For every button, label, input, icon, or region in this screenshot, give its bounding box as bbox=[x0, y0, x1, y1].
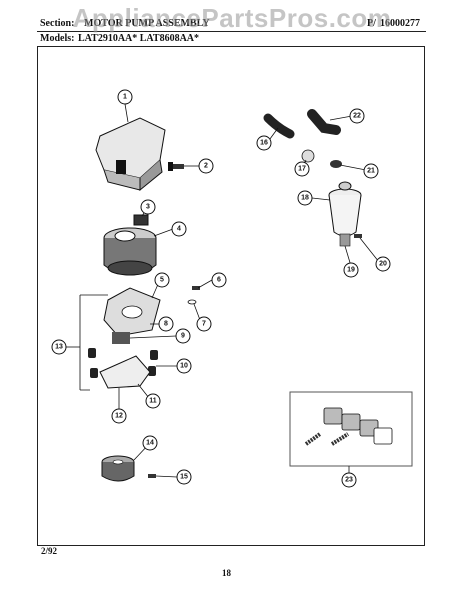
callout-number: 9 bbox=[181, 333, 185, 340]
callout-number: 10 bbox=[180, 363, 188, 370]
callout-3: 3 bbox=[140, 199, 156, 215]
callout-7: 7 bbox=[196, 316, 212, 332]
page-number: 18 bbox=[222, 568, 231, 578]
callout-number: 21 bbox=[367, 168, 375, 175]
callout-number: 18 bbox=[301, 195, 309, 202]
callout-number: 4 bbox=[177, 226, 181, 233]
page-id-label: P/ bbox=[367, 18, 376, 29]
callout-number: 3 bbox=[146, 204, 150, 211]
callout-number: 20 bbox=[379, 261, 387, 268]
callout-20: 20 bbox=[375, 256, 391, 272]
callout-number: 7 bbox=[202, 321, 206, 328]
models-label: Models: bbox=[40, 33, 75, 44]
callout-number: 13 bbox=[55, 344, 63, 351]
callout-2: 2 bbox=[198, 158, 214, 174]
diagram-frame bbox=[37, 46, 425, 546]
callout-number: 11 bbox=[149, 398, 157, 405]
callout-4: 4 bbox=[171, 221, 187, 237]
callout-number: 8 bbox=[164, 321, 168, 328]
kit-box bbox=[289, 391, 413, 467]
callout-11: 11 bbox=[145, 393, 161, 409]
callout-number: 19 bbox=[347, 267, 355, 274]
models-list: LAT2910AA* LAT8608AA* bbox=[78, 33, 200, 44]
callout-5: 5 bbox=[154, 272, 170, 288]
callout-number: 14 bbox=[146, 440, 154, 447]
callout-22: 22 bbox=[349, 108, 365, 124]
spring-part bbox=[112, 332, 130, 344]
callout-number: 6 bbox=[217, 277, 221, 284]
set-screw-part bbox=[148, 474, 156, 478]
callout-10: 10 bbox=[176, 358, 192, 374]
callout-6: 6 bbox=[211, 272, 227, 288]
callout-number: 2 bbox=[204, 163, 208, 170]
callout-17: 17 bbox=[294, 161, 310, 177]
callout-19: 19 bbox=[343, 262, 359, 278]
section-label: Section: bbox=[40, 18, 75, 29]
callout-12: 12 bbox=[111, 408, 127, 424]
motor-cover-part bbox=[95, 117, 166, 192]
callout-number: 1 bbox=[123, 94, 127, 101]
callout-number: 5 bbox=[160, 277, 164, 284]
callout-16: 16 bbox=[256, 135, 272, 151]
callout-15: 15 bbox=[176, 469, 192, 485]
capacitor-part bbox=[133, 214, 149, 226]
callout-number: 22 bbox=[353, 113, 361, 120]
pulley-part bbox=[101, 455, 135, 482]
mounting-bracket-part bbox=[99, 355, 151, 389]
washer-part bbox=[187, 299, 197, 305]
callout-number: 23 bbox=[345, 477, 353, 484]
callout-14: 14 bbox=[142, 435, 158, 451]
pump-part bbox=[328, 181, 362, 247]
pump-screw-part bbox=[354, 234, 362, 238]
callout-number: 17 bbox=[298, 166, 306, 173]
callout-23: 23 bbox=[341, 472, 357, 488]
callout-number: 15 bbox=[180, 474, 188, 481]
page-id: 16000277 bbox=[380, 18, 420, 29]
callout-8: 8 bbox=[158, 316, 174, 332]
callout-13: 13 bbox=[51, 339, 67, 355]
callout-21: 21 bbox=[363, 163, 379, 179]
isolator-kit-part bbox=[304, 407, 393, 446]
callout-number: 16 bbox=[260, 140, 268, 147]
hose-clamp-part bbox=[301, 149, 315, 163]
header-rule bbox=[37, 31, 426, 32]
callout-18: 18 bbox=[297, 190, 313, 206]
section-title: MOTOR PUMP ASSEMBLY bbox=[84, 18, 210, 29]
screw-part bbox=[168, 162, 184, 171]
callout-number: 12 bbox=[115, 413, 123, 420]
motor-part bbox=[103, 227, 157, 276]
hose-part bbox=[263, 113, 295, 139]
callout-1: 1 bbox=[117, 89, 133, 105]
drain-cap-part bbox=[330, 160, 342, 168]
hose-elbow-part bbox=[307, 109, 341, 135]
small-screw-part bbox=[192, 286, 200, 290]
callout-9: 9 bbox=[175, 328, 191, 344]
revision-date: 2/92 bbox=[41, 546, 58, 556]
isolator-feet-part bbox=[88, 348, 158, 378]
